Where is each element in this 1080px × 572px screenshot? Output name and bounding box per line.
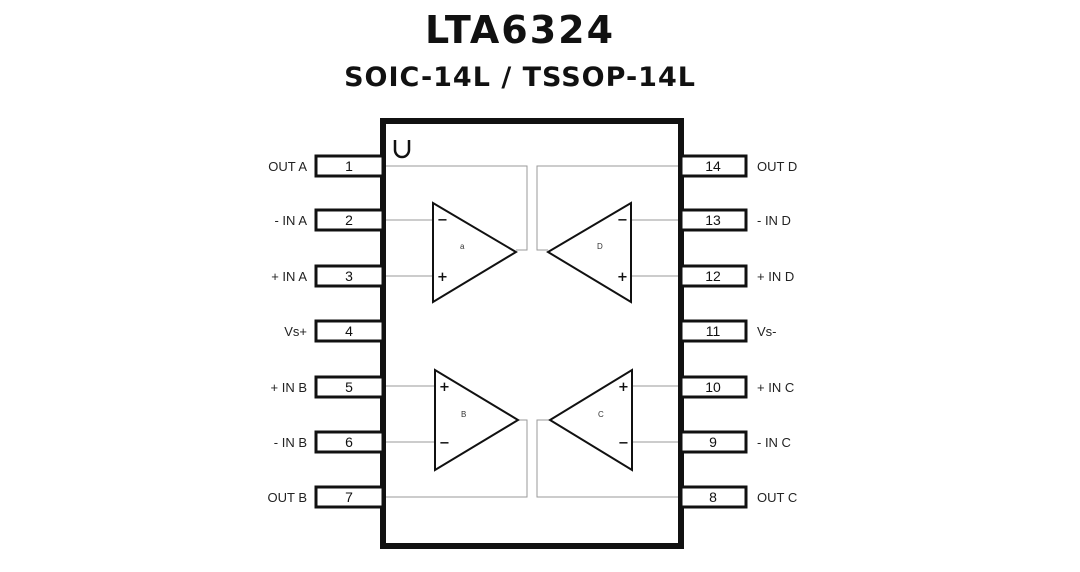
- pin-number: 5: [345, 379, 353, 395]
- pin-label: OUT D: [757, 159, 797, 174]
- pin-right-8: 8 OUT C: [679, 485, 797, 509]
- pin-number: 14: [705, 158, 721, 174]
- amp-b-noninverting-sign: +: [439, 380, 450, 395]
- pin-number: 3: [345, 268, 353, 284]
- pin-number: 6: [345, 434, 353, 450]
- amp-d-inverting-sign: −: [617, 213, 628, 228]
- pin-label: - IN B: [274, 435, 307, 450]
- pin-number: 11: [706, 323, 721, 339]
- pin-number: 8: [709, 489, 717, 505]
- amp-b-label: B: [461, 410, 466, 419]
- pin-label: - IN C: [757, 435, 791, 450]
- pin-left-2: 2 - IN A: [274, 208, 385, 232]
- amp-d-noninverting-sign: +: [617, 270, 628, 285]
- amplifier-b: + − B: [434, 368, 520, 472]
- amplifier-c: + − C: [548, 368, 633, 472]
- amplifier-d: − + D: [546, 201, 632, 304]
- opamp-d-triangle-icon: [546, 201, 632, 304]
- internal-wiring: [386, 165, 678, 498]
- right-pins: 14 OUT D 13 - IN D 12 + IN D 11 Vs- 10 +…: [679, 154, 797, 509]
- opamp-a-triangle-icon: [432, 201, 518, 304]
- pin-right-9: 9 - IN C: [679, 430, 791, 454]
- amp-c-noninverting-sign: +: [618, 380, 629, 395]
- amp-d-label: D: [597, 242, 603, 251]
- pin-label: OUT B: [268, 490, 308, 505]
- amp-b-inverting-sign: −: [439, 436, 450, 451]
- pin-label: OUT C: [757, 490, 797, 505]
- amplifier-a: − + a: [432, 201, 518, 304]
- pin-number: 13: [705, 212, 721, 228]
- pin-right-11: 11 Vs-: [679, 319, 777, 343]
- pin-number: 10: [705, 379, 721, 395]
- pin-right-12: 12 + IN D: [679, 264, 794, 288]
- pin-number: 7: [345, 489, 353, 505]
- amp-c-label: C: [598, 410, 604, 419]
- pin-number: 1: [345, 158, 353, 174]
- opamp-c-triangle-icon: [548, 368, 633, 472]
- amp-a-label: a: [460, 242, 465, 251]
- ic-body: [380, 118, 684, 549]
- pin-number: 2: [345, 212, 353, 228]
- pin-number: 9: [709, 434, 717, 450]
- pin-left-1: 1 OUT A: [268, 154, 385, 178]
- pin-label: + IN B: [271, 380, 308, 395]
- pin-number: 12: [705, 268, 721, 284]
- pin-left-6: 6 - IN B: [274, 430, 385, 454]
- pin-right-13: 13 - IN D: [679, 208, 791, 232]
- pin-left-3: 3 + IN A: [271, 264, 385, 288]
- pin-right-10: 10 + IN C: [679, 375, 794, 399]
- pin-label: - IN D: [757, 213, 791, 228]
- amp-a-noninverting-sign: +: [437, 270, 448, 285]
- opamp-b-triangle-icon: [434, 368, 520, 472]
- pin-label: - IN A: [274, 213, 307, 228]
- pin-label: + IN A: [271, 269, 307, 284]
- amp-a-inverting-sign: −: [437, 213, 448, 228]
- pin-right-14: 14 OUT D: [679, 154, 797, 178]
- amp-c-inverting-sign: −: [618, 436, 629, 451]
- chip-title: LTA6324: [424, 8, 616, 52]
- pin-label: + IN D: [757, 269, 794, 284]
- pin-label: OUT A: [268, 159, 307, 174]
- package-subtitle: SOIC-14L / TSSOP-14L: [344, 62, 696, 93]
- left-pins: 1 OUT A 2 - IN A 3 + IN A 4 Vs+ 5 + IN B…: [268, 154, 385, 509]
- pin-label: Vs+: [284, 324, 307, 339]
- pin-left-7: 7 OUT B: [268, 485, 385, 509]
- pin-label: Vs-: [757, 324, 777, 339]
- pin1-notch-icon: [393, 140, 411, 159]
- pin-left-5: 5 + IN B: [271, 375, 385, 399]
- pin-label: + IN C: [757, 380, 794, 395]
- pin-left-4: 4 Vs+: [284, 319, 385, 343]
- pin-number: 4: [345, 323, 353, 339]
